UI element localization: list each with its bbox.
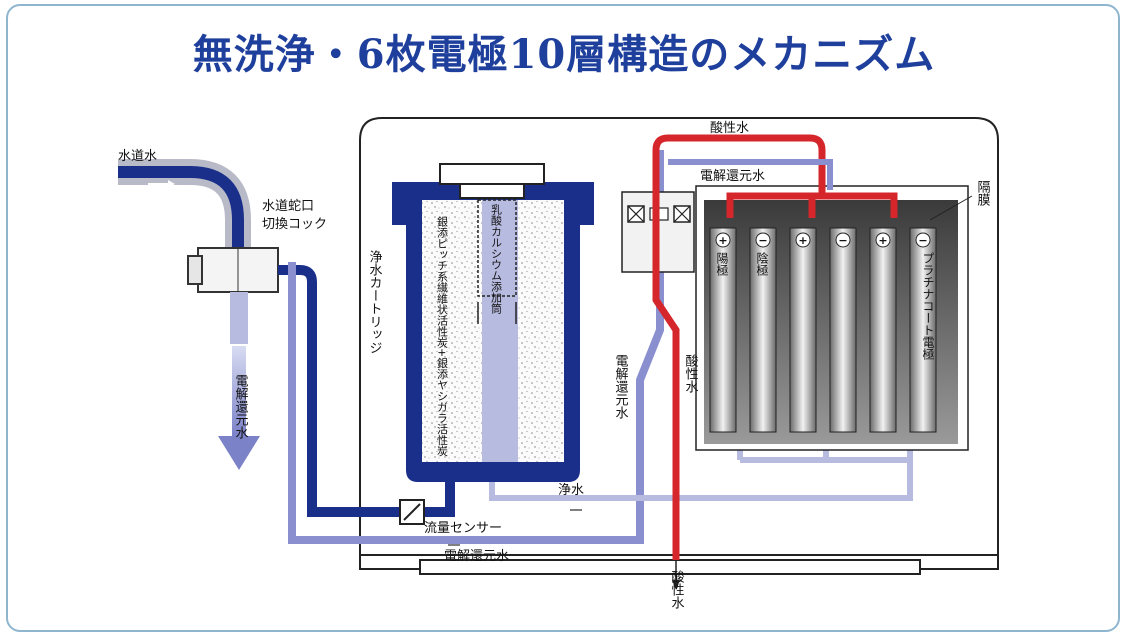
- electrodes-group: + − + − + −: [709, 227, 937, 433]
- electrode-plate: [829, 227, 857, 433]
- label-ionized-out: 電解還元水: [233, 374, 249, 439]
- electrode-plate: [909, 227, 937, 433]
- electrode-plate: [869, 227, 897, 433]
- electrode-polarity: −: [758, 234, 767, 247]
- page-title: 無洗浄・6枚電極10層構造のメカニズム: [192, 31, 936, 78]
- electrode-polarity: +: [878, 234, 887, 247]
- label-membrane: 隔膜: [975, 180, 991, 206]
- electrode-terminal: [915, 232, 931, 248]
- label-cartridge: 浄水カートリッジ: [367, 250, 383, 354]
- electrode-plate: [709, 227, 737, 433]
- label-anode: 陽極: [715, 252, 729, 276]
- electrode-terminal: [835, 232, 851, 248]
- label-ionized-mid: 電解還元水: [613, 354, 629, 419]
- tap-to-cartridge-pipe: [278, 265, 455, 517]
- electrode-terminal: [755, 232, 771, 248]
- label-faucet-valve-1: 水道蛇口: [262, 199, 314, 214]
- label-ionized-bottom: 電解還元水: [444, 549, 509, 564]
- label-acidic-top: 酸性水: [710, 121, 749, 136]
- label-faucet-valve-2: 切換コック: [262, 217, 327, 232]
- ionized-output-arrow: [218, 436, 260, 470]
- electrode-plate: [789, 227, 817, 433]
- ionized-return-pipe: [288, 150, 664, 544]
- label-filter-media: 銀添ピッチ系繊維状活性炭+銀添ヤシガラ活性炭: [436, 215, 449, 457]
- electrode-terminal: [715, 232, 731, 248]
- electrode-terminal: [795, 232, 811, 248]
- electrode-polarity: −: [838, 234, 847, 247]
- purified-water-pipe: [489, 457, 913, 501]
- cartridge-cap: [439, 163, 545, 185]
- electrode-polarity: −: [918, 234, 927, 247]
- electrode-plate: [749, 227, 777, 433]
- electrode-terminal: [875, 232, 891, 248]
- acidic-water-pipe: [652, 134, 898, 560]
- label-tap-water: 水道水: [118, 149, 157, 164]
- electrode-polarity: +: [718, 234, 727, 247]
- label-acidic-out: 酸性水: [669, 570, 685, 609]
- label-acidic-mid: 酸性水: [683, 354, 699, 393]
- calcium-tube: [477, 199, 517, 297]
- label-calcium: 乳酸カルシウム添加筒: [490, 204, 503, 315]
- label-platinum: プラチナコート電極: [921, 252, 935, 360]
- label-purified: 浄水: [558, 483, 584, 498]
- label-ionized-top: 電解還元水: [700, 169, 765, 184]
- label-cathode: 陰極: [755, 252, 769, 276]
- label-flow-sensor: 流量センサー: [424, 521, 502, 536]
- electrode-polarity: +: [798, 234, 807, 247]
